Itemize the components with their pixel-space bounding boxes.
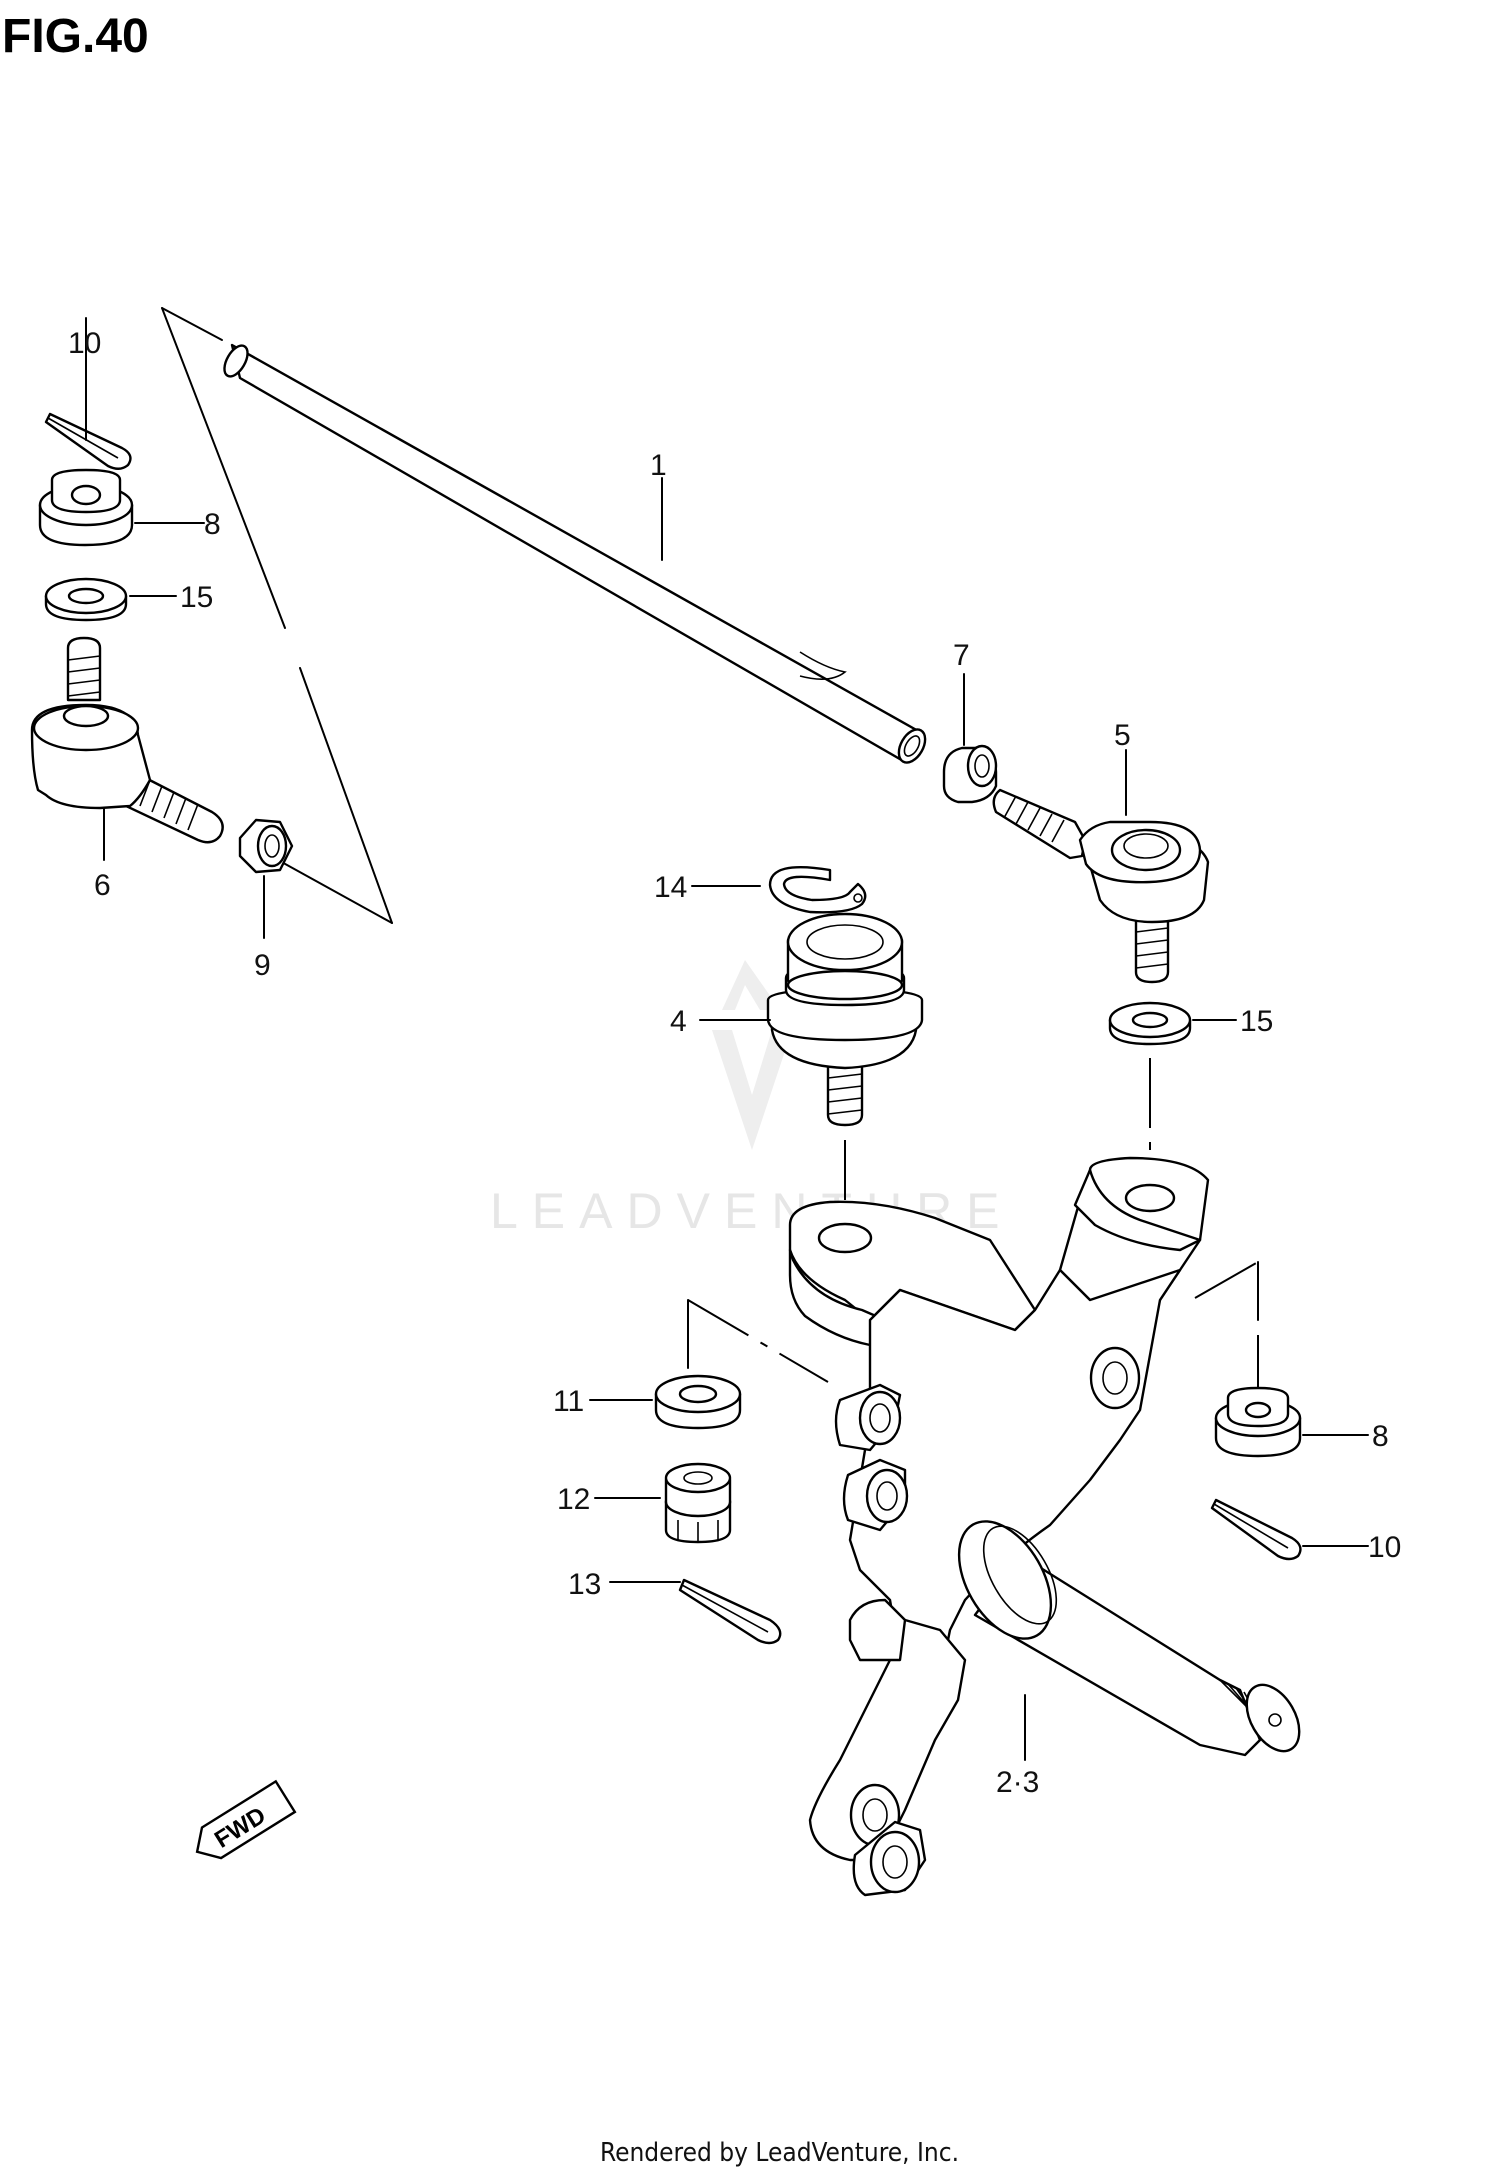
callout-7: 7 [953, 639, 970, 672]
washer-11 [654, 1374, 742, 1430]
washer-right [1108, 1001, 1192, 1046]
callout-8-left: 8 [204, 508, 221, 541]
callout-9: 9 [254, 949, 271, 982]
footer-credit: Rendered by LeadVenture, Inc. [600, 2138, 959, 2168]
tie-rod [223, 343, 927, 764]
callout-6: 6 [94, 869, 111, 902]
callout-12: 12 [557, 1483, 590, 1516]
callout-4: 4 [670, 1005, 687, 1038]
washer-left [44, 577, 128, 622]
castle-nut-right [1214, 1386, 1302, 1458]
tie-rod-end-right [992, 788, 1210, 984]
callout-10-right: 10 [1368, 1531, 1401, 1564]
callout-1: 1 [650, 449, 667, 482]
lower-right-axis-lines [1194, 1261, 1259, 1405]
callout-8-right: 8 [1372, 1420, 1389, 1453]
tie-rod-end-left [30, 636, 224, 844]
cotter-pin-right [1210, 1498, 1302, 1561]
callout-14: 14 [654, 871, 687, 904]
leadventure-watermark: LEADVENTURE [490, 960, 1000, 1239]
callout-15-right: 15 [1240, 1005, 1273, 1038]
cotter-pin-13 [678, 1578, 782, 1645]
assembly-bracket-lines [161, 307, 393, 924]
lock-nut-right [942, 744, 998, 804]
callout-11: 11 [553, 1385, 584, 1418]
callout-15-left: 15 [180, 581, 213, 614]
lock-nut-left [238, 818, 294, 874]
castle-nut-12 [664, 1462, 732, 1544]
castle-nut-left [38, 468, 134, 547]
callout-2-3: 2·3 [996, 1766, 1039, 1799]
lower-left-axis-lines [687, 1299, 829, 1383]
callout-10-left: 10 [68, 327, 101, 360]
ball-joint [766, 912, 924, 1127]
callout-5: 5 [1114, 719, 1131, 752]
cotter-pin-left [44, 412, 132, 470]
fwd-arrow-icon: FWD [195, 1779, 297, 1860]
steering-knuckle [788, 1156, 1301, 1897]
circlip [768, 866, 867, 914]
callout-13: 13 [568, 1568, 601, 1601]
figure-title: FIG.40 [2, 10, 149, 63]
